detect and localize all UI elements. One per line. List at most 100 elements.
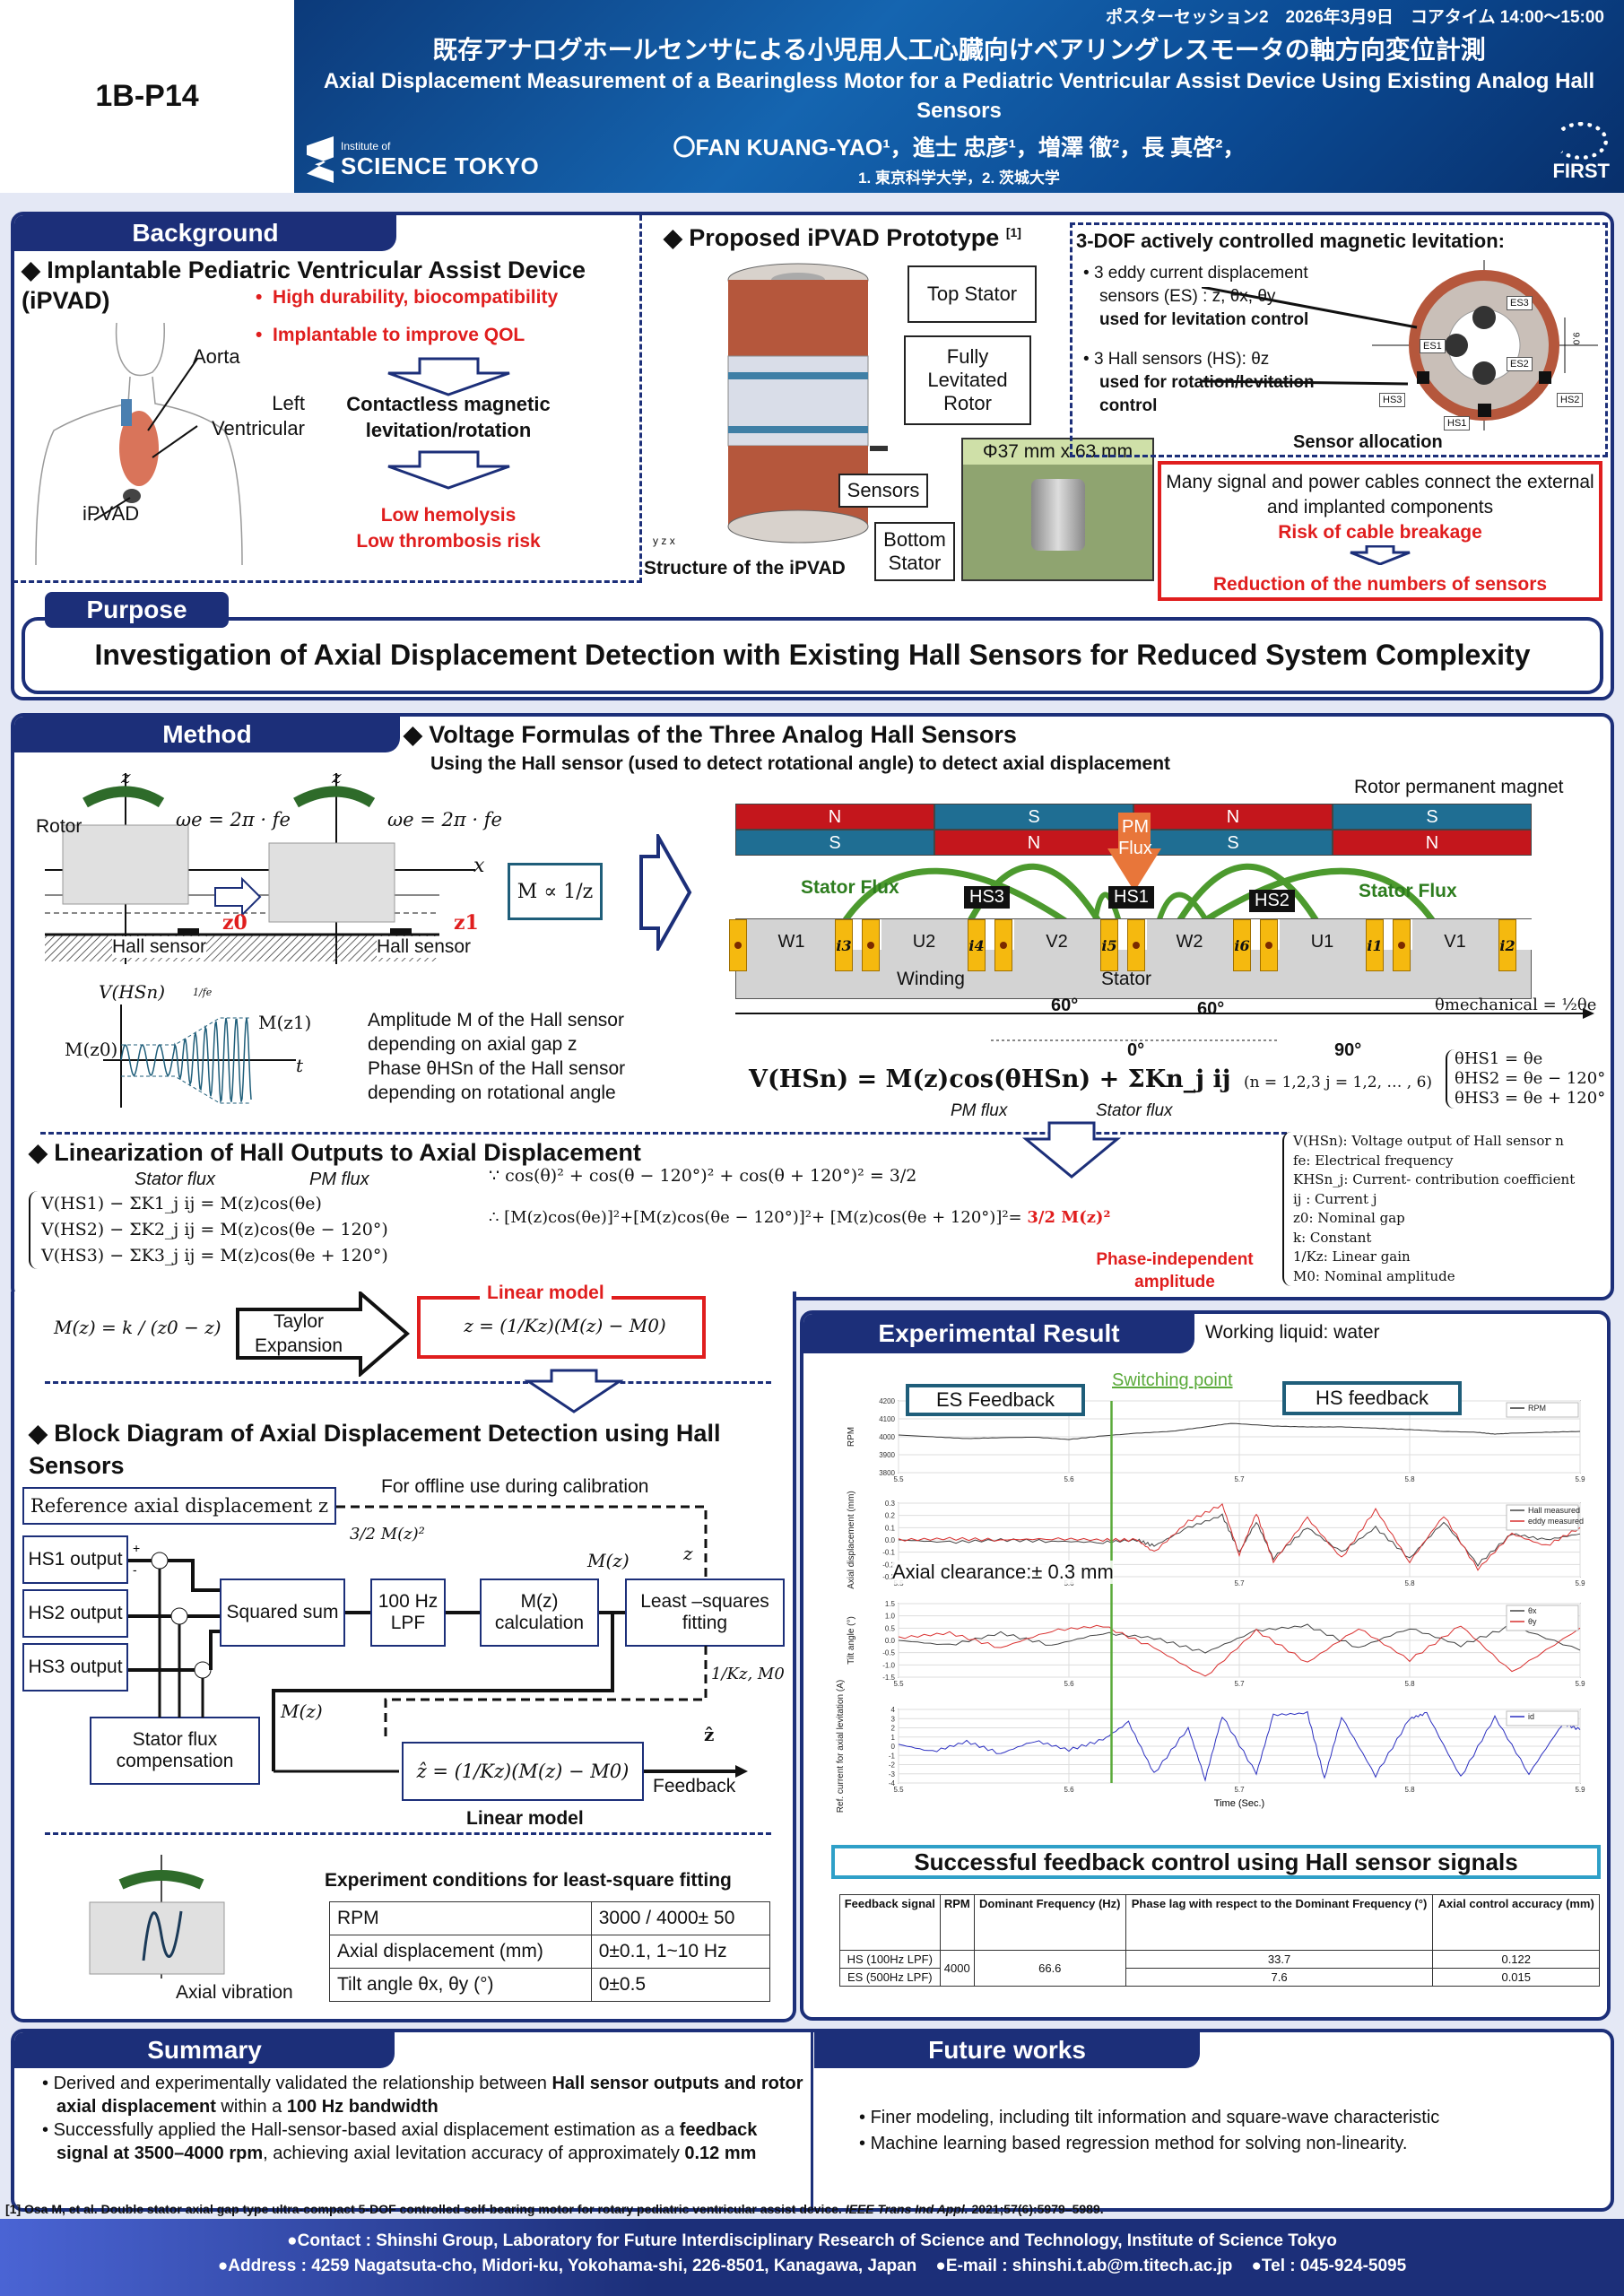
x-tick-label: 5.6 xyxy=(1064,1786,1074,1794)
prototype-photo: Φ37 mm x 63 mm xyxy=(961,438,1154,581)
stator-label: Stator xyxy=(1101,969,1152,989)
future-text: Machine learning based regression method… xyxy=(870,2134,1408,2153)
footer-contacts-row: ●Address : 4259 Nagatsuta-cho, Midori-ku… xyxy=(0,2257,1624,2276)
sensor-label-es3: ES3 xyxy=(1507,296,1533,310)
theta-def: θHS1 = θe xyxy=(1455,1049,1543,1068)
ipvad-structure-illustration xyxy=(727,263,888,544)
phase-note-line: depending on rotational angle xyxy=(368,1083,616,1103)
pm-flux-arrow xyxy=(1107,813,1161,891)
background-bullet: • Implantable to improve QOL xyxy=(256,325,525,345)
body-illustration xyxy=(35,323,243,566)
flux-arrow-icon xyxy=(1171,863,1321,930)
table-cell: 4000 xyxy=(939,1950,975,1987)
contactless-text: Contactless magnetic levitation/rotation xyxy=(346,393,551,441)
coil-dot-icon xyxy=(862,919,880,971)
benefits: Low hemolysis Low thrombosis risk xyxy=(305,502,592,554)
bullet-text: High durability, biocompatibility xyxy=(273,287,559,308)
header-banner: ポスターセッション2 2026年3月9日 コアタイム 14:00〜15:00 既… xyxy=(294,0,1624,193)
angle-axis xyxy=(735,1008,1594,1041)
label-rotor: Fully Levitated Rotor xyxy=(904,335,1031,425)
squared-sum-box: Squared sum xyxy=(220,1578,345,1647)
future-list: • Finer modeling, including tilt informa… xyxy=(859,2105,1439,2157)
stator-slot xyxy=(1516,919,1545,950)
voltage-subheading: Using the Hall sensor (used to detect ro… xyxy=(430,753,1171,774)
summary-text: Successfully applied the Hall-sensor-bas… xyxy=(53,2120,680,2140)
section-divider xyxy=(45,1832,771,1835)
y-axis-label: Tilt angle (°) xyxy=(847,1616,856,1665)
background-divider xyxy=(13,215,642,583)
y-axis-label: Ref. current for axial levitation (A) xyxy=(836,1680,846,1813)
linear-model-title: Linear model xyxy=(480,1283,612,1304)
feedback-label: Feedback xyxy=(653,1776,736,1796)
amplitude-note-line: Amplitude M of the Hall sensor xyxy=(368,1010,624,1031)
label-aorta: Aorta xyxy=(193,345,240,368)
down-arrow-icon xyxy=(1022,1121,1121,1178)
right-arrow-icon xyxy=(639,834,692,951)
table-cell: 33.7 xyxy=(1125,1950,1434,1969)
block-heading-text: Block Diagram of Axial Displacement Dete… xyxy=(29,1420,721,1479)
y-tick-label: 4100 xyxy=(879,1415,895,1423)
y-tick-label: 4000 xyxy=(879,1433,895,1441)
legend-label: Hall measured xyxy=(1528,1506,1580,1515)
theta-definitions: θHS1 = θe θHS2 = θe − 120° θHS3 = θe + 1… xyxy=(1446,1049,1605,1109)
legend-item: ij : Current j xyxy=(1293,1190,1377,1207)
device-photo-icon xyxy=(1030,479,1085,551)
rotation-arrow-icon xyxy=(118,1870,204,1890)
table-row: Tilt angle θx, θy (°)0±0.5 xyxy=(329,1968,771,2002)
footer-email[interactable]: ●E-mail : shinshi.t.ab@m.titech.ac.jp xyxy=(935,2257,1233,2275)
y-tick-label: -1 xyxy=(889,1752,896,1760)
axis-y: y xyxy=(653,535,658,547)
voltage-heading-text: Voltage Formulas of the Three Analog Hal… xyxy=(429,721,1017,748)
background-heading-text: Implantable Pediatric Ventricular Assist… xyxy=(22,257,586,314)
linearization-heading-text: Linearization of Hall Outputs to Axial D… xyxy=(54,1139,641,1166)
x-tick-label: 5.6 xyxy=(1064,1680,1074,1688)
legend-label: θy xyxy=(1528,1617,1537,1626)
summary-divider xyxy=(811,2031,813,2210)
affiliations: 1. 東京科学大学，2. 茨城大学 xyxy=(858,170,1060,187)
coil-dot-icon xyxy=(1260,919,1278,971)
table-header: Axial control accuracy (mm) xyxy=(1432,1894,1600,1951)
tooth-label: W1 xyxy=(777,932,805,952)
conditions-title: Experiment conditions for least-square f… xyxy=(325,1870,732,1891)
cable-risk-box: Many signal and power cables connect the… xyxy=(1158,461,1602,601)
y-tick-label: -0.1 xyxy=(882,1549,895,1557)
legend-box xyxy=(1506,1402,1579,1418)
hs3-output-box: HS3 output xyxy=(22,1643,128,1692)
footer-tel: ●Tel : 045-924-5095 xyxy=(1251,2257,1407,2275)
table-row: ES (500Hz LPF) 7.6 0.015 xyxy=(839,1968,1600,1987)
flux-arrow-icon xyxy=(840,867,1078,931)
purpose-tab: Purpose xyxy=(45,592,229,628)
coil-dot-icon xyxy=(1393,919,1411,971)
section-divider xyxy=(40,1132,1287,1135)
coil-cross-icon: i6 xyxy=(1233,919,1251,971)
system-eq: V(HS2) − ΣK2_j ij = M(z)cos(θe − 120°) xyxy=(41,1220,388,1239)
axes-labels: y z x xyxy=(653,535,675,547)
x-tick-label: 5.5 xyxy=(893,1475,904,1483)
rotor-icon xyxy=(62,824,189,905)
label-sensors: Sensors xyxy=(838,474,928,508)
first-logo-text: FIRST xyxy=(1552,160,1610,182)
table-cell: HS (100Hz LPF) xyxy=(839,1950,941,1969)
pm-flux-caption: PM flux xyxy=(951,1101,1008,1120)
pm-flux-col: PM flux xyxy=(309,1170,369,1189)
reference-displacement-box: Reference axial displacement z xyxy=(22,1487,336,1525)
hs2-output-box: HS2 output xyxy=(22,1589,128,1638)
es-feedback-label: ES Feedback xyxy=(906,1384,1085,1416)
reference-tail: 2021;57(6):5979–5989. xyxy=(968,2202,1104,2216)
x-tick-label: 5.9 xyxy=(1575,1579,1585,1587)
poster-id-block: 1B-P14 xyxy=(0,0,294,193)
y-tick-label: 0.0 xyxy=(885,1536,896,1544)
y-axis-label: RPM xyxy=(847,1427,856,1447)
sensor-label-es1: ES1 xyxy=(1420,339,1446,353)
prototype-heading: ◆ Proposed iPVAD Prototype [1] xyxy=(664,224,1021,251)
linear-model-block: ẑ = (1/Kz)(M(z) − M0) xyxy=(402,1742,644,1801)
x-tick-label: 5.7 xyxy=(1234,1579,1245,1587)
x-tick-label: 5.8 xyxy=(1404,1475,1415,1483)
logo-big-text: SCIENCE TOKYO xyxy=(341,152,540,179)
y-tick-label: -0.2 xyxy=(882,1561,895,1569)
legend-item: fe: Electrical frequency xyxy=(1293,1152,1454,1169)
signal-mz-feed: M(z) xyxy=(281,1700,323,1722)
axis-z: z xyxy=(661,535,667,547)
summary-tab: Summary xyxy=(14,2032,395,2068)
